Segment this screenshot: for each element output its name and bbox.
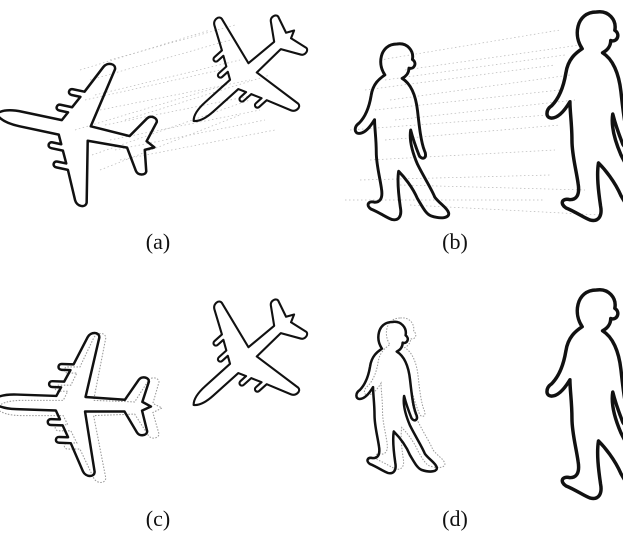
walker-target	[547, 12, 623, 221]
correspondence-lines-b	[345, 30, 600, 215]
correspondence-lines-a	[75, 25, 275, 170]
walker-source	[355, 44, 449, 220]
walker-target-d	[547, 290, 623, 499]
panel-label-a: (a)	[146, 229, 170, 254]
panel-c: (c)	[0, 269, 335, 531]
airplane-source	[0, 43, 169, 218]
walker-aligned	[356, 322, 436, 473]
panel-b: (b)	[345, 12, 623, 254]
airplane-overlay-ghost	[0, 334, 162, 483]
panel-a: (a)	[0, 0, 335, 254]
panel-label-d: (d)	[442, 506, 468, 531]
panel-label-b: (b)	[442, 229, 468, 254]
airplane-aligned	[0, 329, 153, 478]
panel-d: (d)	[356, 290, 623, 531]
airplane-target-c	[153, 269, 335, 450]
panel-label-c: (c)	[146, 506, 170, 531]
